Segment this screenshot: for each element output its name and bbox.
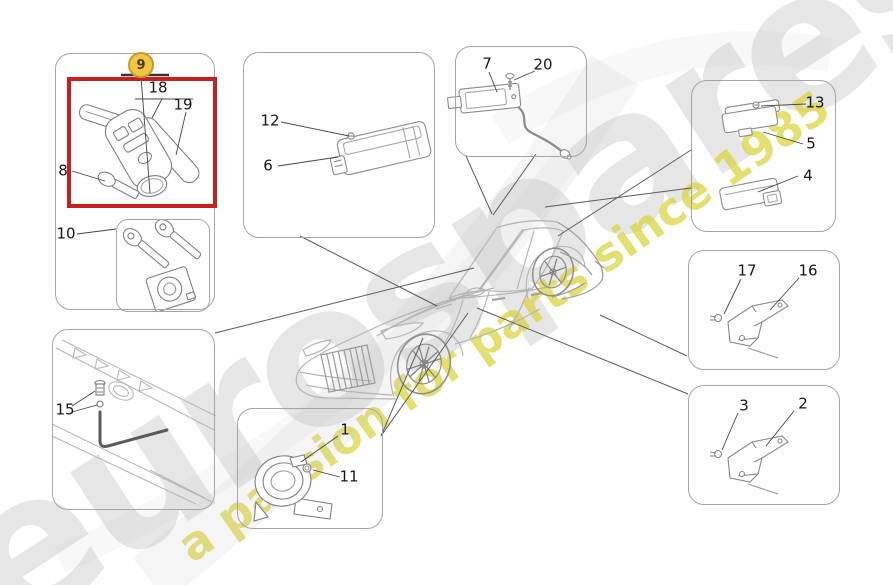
panel-bracket-lower xyxy=(688,385,840,505)
aerial-modules-art xyxy=(719,99,783,211)
callout-4[interactable]: 4 xyxy=(803,166,813,185)
antenna-screw xyxy=(505,72,515,90)
callout-10[interactable]: 10 xyxy=(56,224,76,243)
siren-art xyxy=(253,454,333,522)
panel-control-unit xyxy=(243,52,435,238)
headlight-left xyxy=(302,339,332,357)
callout-2[interactable]: 2 xyxy=(798,394,808,413)
callout-20[interactable]: 20 xyxy=(533,55,553,74)
spare-keys-art xyxy=(122,219,202,313)
control-unit-art xyxy=(329,121,432,176)
callout-badge-9[interactable]: 9 xyxy=(128,52,154,78)
callout-5[interactable]: 5 xyxy=(806,134,816,153)
callout-leaders xyxy=(71,70,807,478)
callout-7[interactable]: 7 xyxy=(482,54,492,73)
highlight-box-group-9 xyxy=(67,77,217,208)
module-4-art xyxy=(719,177,783,211)
key-fob-art xyxy=(78,104,200,200)
callout-badge-9-label: 9 xyxy=(136,57,146,73)
trunk-bolt xyxy=(94,379,106,408)
key-blade-8 xyxy=(97,171,140,200)
panel-bracket-upper xyxy=(688,250,840,370)
leader-lines xyxy=(214,149,692,437)
lock-cylinder xyxy=(145,266,196,313)
callout-6[interactable]: 6 xyxy=(263,156,273,175)
module-5-art xyxy=(721,99,781,138)
headlight-right xyxy=(380,322,425,340)
callout-18[interactable]: 18 xyxy=(148,78,168,97)
siren-nut xyxy=(302,463,312,473)
module-13-screw xyxy=(752,101,760,109)
callout-1[interactable]: 1 xyxy=(340,420,350,439)
panel-trunk-fixing xyxy=(52,329,215,510)
panel-siren xyxy=(237,408,383,529)
side-mirror xyxy=(461,287,486,297)
callout-3[interactable]: 3 xyxy=(739,396,749,415)
callout-13[interactable]: 13 xyxy=(805,93,825,112)
trunk-fixing-art xyxy=(51,339,217,505)
callout-12[interactable]: 12 xyxy=(260,111,280,130)
callout-19[interactable]: 19 xyxy=(173,95,193,114)
allen-key xyxy=(98,410,169,448)
callout-11[interactable]: 11 xyxy=(339,467,359,486)
watermark-swoosh xyxy=(54,30,834,585)
panel-aerial-modules xyxy=(691,80,836,232)
panel-spare-keys xyxy=(116,219,210,312)
rear-wheel xyxy=(531,247,575,297)
callout-16[interactable]: 16 xyxy=(798,261,818,280)
callout-17[interactable]: 17 xyxy=(737,261,757,280)
callout-15[interactable]: 15 xyxy=(55,400,75,419)
grille xyxy=(320,344,376,393)
car-illustration xyxy=(295,220,605,400)
antenna-art xyxy=(447,72,572,160)
panel-antenna xyxy=(455,46,587,157)
callout-8[interactable]: 8 xyxy=(58,161,68,180)
